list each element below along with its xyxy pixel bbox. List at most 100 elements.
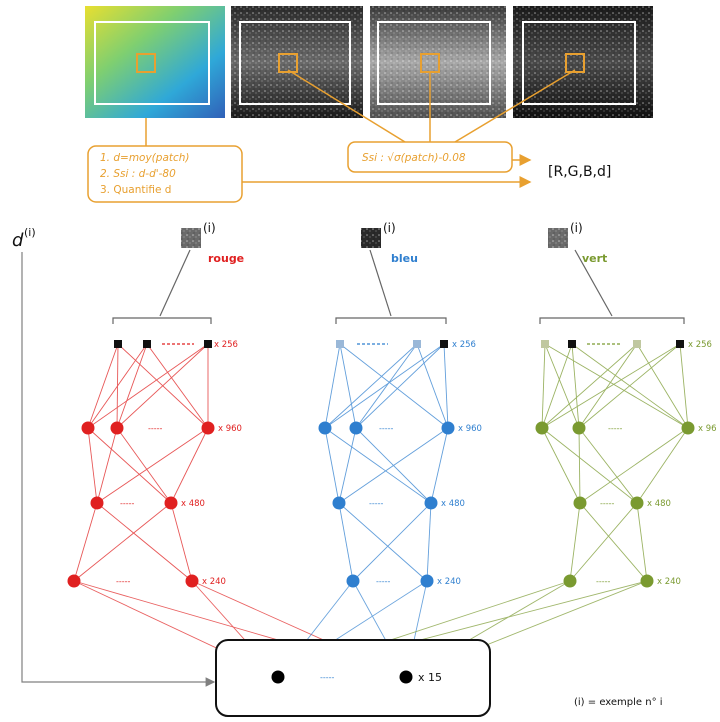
edge [426, 502, 432, 582]
output-layer-box [215, 639, 491, 717]
edge [578, 427, 638, 504]
hidden-layer-2-node [630, 496, 644, 510]
depth-input: d (i) [12, 226, 216, 687]
input-node [204, 340, 212, 348]
edge [338, 427, 449, 504]
patch-icon-texture [181, 228, 201, 248]
patch-superscript: (i) [383, 221, 396, 235]
hidden-layer-1-ellipsis: ----- [379, 424, 394, 433]
preprocessing-box-left: 1. d=moy(patch) 2. Ssi : d-d'-80 3. Quan… [87, 145, 243, 203]
edge [324, 343, 445, 429]
hidden-layer-1-node [81, 421, 95, 435]
edge [73, 502, 172, 582]
edge [355, 343, 445, 429]
hidden-layer-1-count: x 96 [698, 424, 717, 434]
edge [569, 502, 638, 582]
edge [96, 502, 193, 582]
input-count: x 256 [452, 340, 476, 350]
patch-image-1 [231, 6, 363, 118]
edge [324, 343, 418, 429]
edge [544, 343, 580, 429]
preprocessing-box-right: Ssi : √σ(patch)-0.08 [347, 141, 513, 173]
source-images [85, 6, 653, 118]
depth-map-image [85, 6, 225, 118]
icon-connector [574, 249, 613, 317]
edge [87, 427, 98, 504]
hidden-layer-3-node [640, 574, 654, 588]
edge [578, 343, 638, 429]
edge [541, 427, 638, 504]
hidden-layer-3-node [185, 574, 199, 588]
depth-superscript: (i) [24, 226, 36, 239]
input-node [568, 340, 576, 348]
input-count: x 256 [688, 340, 712, 350]
edge [578, 343, 681, 429]
hidden-layer-2-node [424, 496, 438, 510]
edge [87, 343, 209, 429]
box-left-line1: 1. d=moy(patch) [100, 152, 190, 164]
edge [541, 343, 573, 429]
input-node [633, 340, 641, 348]
edge [73, 502, 98, 582]
patch-image-3 [513, 6, 653, 118]
patch-icon [548, 228, 568, 248]
edge [339, 343, 449, 429]
edge [96, 427, 209, 504]
network-edges [541, 343, 689, 582]
edge [541, 343, 681, 429]
hidden-layer-3-ellipsis: ----- [116, 577, 131, 586]
footer-note: (i) = exemple n° i [574, 697, 663, 708]
hidden-layer-1-node [441, 421, 455, 435]
input-bracket [539, 317, 685, 324]
hidden-layer-2-count: x 480 [647, 499, 671, 509]
input-node [676, 340, 684, 348]
hidden-layer-3-node [420, 574, 434, 588]
edge [170, 502, 193, 582]
edge [338, 502, 354, 582]
edge [578, 427, 581, 504]
edge [544, 343, 689, 429]
icon-connector [159, 249, 191, 317]
hidden-layer-3-count: x 240 [202, 577, 226, 587]
output-node [271, 670, 285, 684]
edge [569, 502, 581, 582]
patch-superscript: (i) [203, 221, 216, 235]
output-ellipsis: ----- [320, 673, 335, 682]
hidden-layer-1-node [535, 421, 549, 435]
edge [541, 427, 581, 504]
input-node [440, 340, 448, 348]
edge [87, 343, 119, 429]
patch-icon-texture [361, 228, 381, 248]
orange-connectors [145, 69, 576, 188]
edge [324, 427, 432, 504]
edge [355, 343, 418, 429]
input-node [143, 340, 151, 348]
hidden-layer-2-node [164, 496, 178, 510]
edge [679, 343, 689, 429]
hidden-layer-1-node [681, 421, 695, 435]
edge [116, 427, 172, 504]
hidden-layer-1-node [110, 421, 124, 435]
hidden-layer-3-count: x 240 [437, 577, 461, 587]
edge [636, 502, 648, 582]
hidden-layer-2-node [90, 496, 104, 510]
hidden-layer-1-count: x 960 [458, 424, 482, 434]
edge [571, 343, 580, 429]
input-node [541, 340, 549, 348]
edge [87, 343, 148, 429]
hidden-layer-3-ellipsis: ----- [596, 577, 611, 586]
edge [146, 343, 209, 429]
hidden-layer-1-ellipsis: ----- [608, 424, 623, 433]
patch-superscript: (i) [570, 221, 583, 235]
network-edges [73, 343, 209, 582]
edge [116, 343, 148, 429]
patch-icon-texture [548, 228, 568, 248]
hidden-layer-1-count: x 960 [218, 424, 242, 434]
hidden-layer-2-node [573, 496, 587, 510]
output-node [399, 670, 413, 684]
